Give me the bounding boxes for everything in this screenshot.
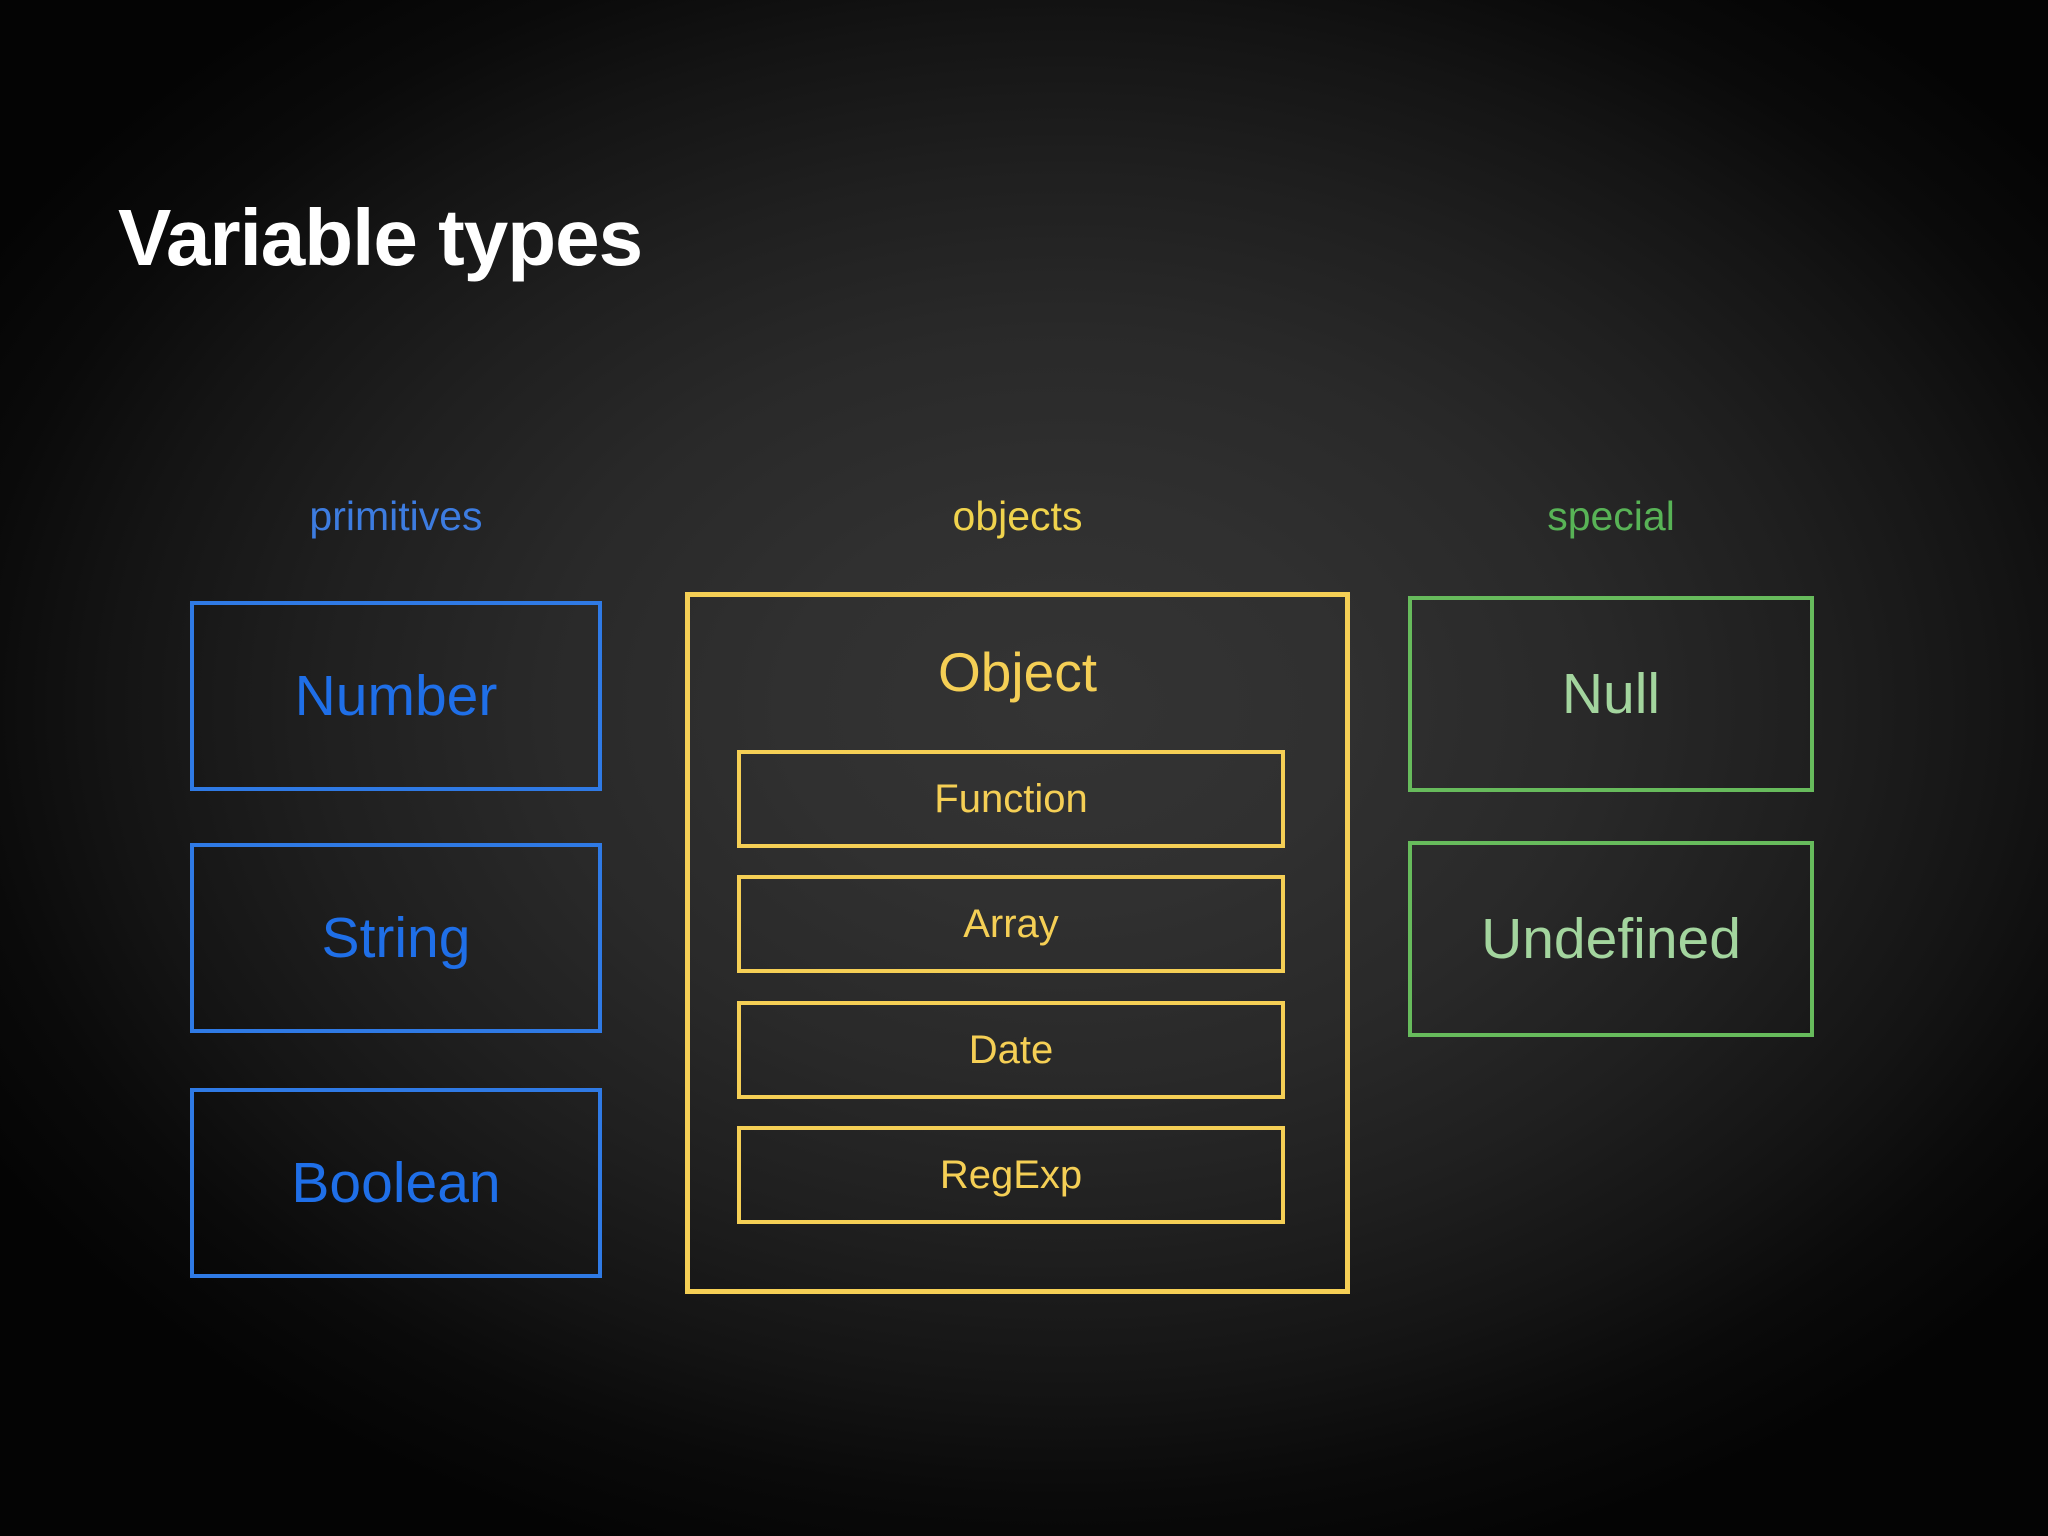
- type-box-regexp[interactable]: RegExp: [737, 1126, 1285, 1224]
- type-box-array[interactable]: Array: [737, 875, 1285, 973]
- type-box-date[interactable]: Date: [737, 1001, 1285, 1099]
- type-box-number[interactable]: Number: [190, 601, 602, 791]
- column-header-special: special: [1547, 493, 1675, 539]
- type-box-undefined[interactable]: Undefined: [1408, 841, 1814, 1037]
- type-box-object-container[interactable]: Object Function Array Date RegExp: [685, 592, 1350, 1294]
- type-box-boolean[interactable]: Boolean: [190, 1088, 602, 1278]
- type-box-function[interactable]: Function: [737, 750, 1285, 848]
- type-box-object-label: Object: [938, 641, 1097, 703]
- type-box-string[interactable]: String: [190, 843, 602, 1033]
- page-title: Variable types: [118, 192, 643, 282]
- column-header-objects: objects: [952, 493, 1083, 539]
- type-box-null[interactable]: Null: [1408, 596, 1814, 792]
- column-header-primitives: primitives: [309, 493, 483, 539]
